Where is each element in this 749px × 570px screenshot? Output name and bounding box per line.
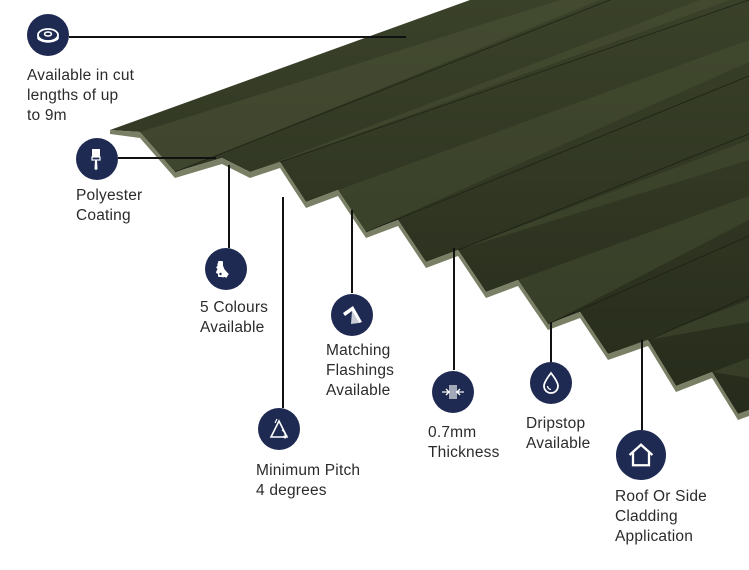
badge-application — [616, 430, 666, 480]
badge-cut-lengths — [27, 14, 69, 56]
house-icon — [628, 443, 654, 467]
pitch-angle-icon — [269, 418, 289, 439]
ridge-highlight-1 — [140, 0, 600, 172]
badge-coating — [76, 138, 118, 180]
colour-swatch-icon — [216, 261, 229, 278]
badge-colours — [205, 248, 247, 290]
flashing-icon — [343, 306, 362, 324]
water-drop-icon — [543, 371, 559, 394]
ridge-highlight-5 — [518, 196, 749, 324]
ridge-highlight-4 — [426, 140, 749, 262]
badge-thickness — [432, 371, 474, 413]
ridge-highlight-2 — [250, 0, 730, 172]
badge-pitch — [258, 408, 300, 450]
thickness-icon — [442, 385, 464, 399]
badge-dripstop — [530, 362, 572, 404]
ridge-highlight-3 — [338, 40, 749, 232]
ridge-highlight-7 — [676, 358, 749, 386]
badge-flashings — [331, 294, 373, 336]
tape-measure-icon — [37, 28, 59, 43]
paint-brush-icon — [91, 149, 101, 170]
